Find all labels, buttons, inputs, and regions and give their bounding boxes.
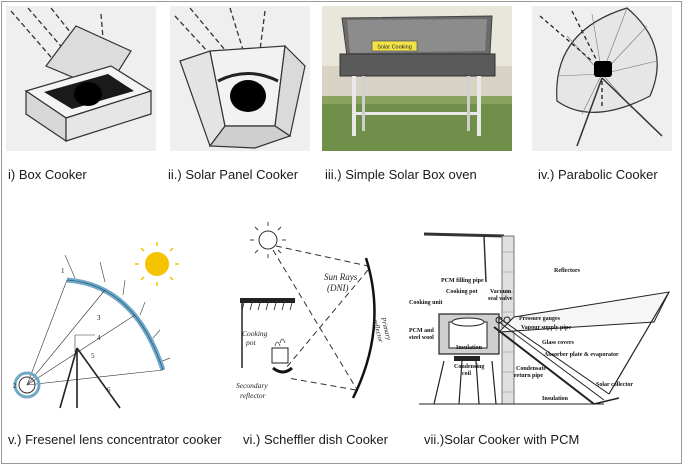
pcm-pcm-and-label: PCM and [409,328,434,334]
pcm-absorber-label: Absorber plate & evaporator [544,352,619,358]
pcm-solar-cooker-illustration: PCM filling pipe Cooking pot Vacuum seal… [404,222,676,418]
box-cooker-illustration [6,6,156,151]
fresnel-label-6: 6 [107,386,111,394]
pcm-seal-valve-label: seal valve [488,296,513,302]
fresnel-label-5: 5 [91,352,95,360]
pcm-return-pipe-label: return pipe [514,373,543,379]
pcm-reflectors-label: Reflectors [554,268,581,274]
fresnel-label-1: 1 [61,267,65,275]
fresnel-label-4: 4 [97,334,101,342]
pcm-steel-wool-label: steel wool [409,335,434,341]
caption-pcm-solar-cooker: vii.)Solar Cooker with PCM [424,432,580,447]
pcm-insulation2-label: Insulation [542,396,569,402]
scheffler-secondary: Secondary [236,381,268,390]
pcm-solar-collector-label: Solar collector [596,382,633,388]
sun-outline-icon [250,222,286,258]
caption-scheffler-dish-cooker: vi.) Scheffler dish Cooker [243,432,388,447]
pcm-glass-covers-label: Glass covers [542,340,574,346]
pcm-condensing-label: Condensing [454,364,484,370]
pcm-insulation1-label: Insulation [456,345,483,351]
solar-panel-cooker-illustration [170,6,310,151]
pcm-pressure-gauges-label: Pressure gauges [519,316,561,322]
pcm-vacuum-label: Vacuum [490,289,511,295]
caption-parabolic-cooker: iv.) Parabolic Cooker [538,167,658,182]
parabolic-cooker-illustration [532,6,672,151]
fresnel-lens-cooker-illustration: 1 2 3 4 5 6 [5,240,205,425]
fresnel-label-3: 3 [97,314,101,322]
caption-solar-panel-cooker: ii.) Solar Panel Cooker [168,167,299,182]
pcm-cooking-unit-label: Cooking unit [409,300,443,306]
pcm-cooking-pot-label: Cooking pot [446,289,478,295]
pcm-vapour-supply-pipe-label: Vapour supply pipe [521,325,571,331]
pcm-filling-pipe-label: PCM filling pipe [441,278,484,284]
caption-simple-solar-box-oven: iii.) Simple Solar Box oven [325,167,477,182]
scheffler-dni: (DNI) [327,283,349,293]
scheffler-cooking: Cooking [242,329,268,338]
pcm-condensate-label: Condensate [516,366,546,372]
fresnel-label-2: 2 [13,382,17,390]
pcm-coil-label: coil [462,371,471,377]
sun-icon [135,242,179,286]
scheffler-reflector2: reflector [240,391,266,400]
caption-fresnel-lens-cooker: v.) Fresenel lens concentrator cooker [8,432,222,447]
caption-box-cooker: i) Box Cooker [8,167,87,182]
solar-box-oven-photo: Solar Cooking [322,6,512,151]
scheffler-sun-rays: Sun Rays [324,272,358,282]
oven-sign-text: Solar Cooking [377,45,412,51]
scheffler-dish-illustration: Sun Rays (DNI) Primary reflector Cooking… [228,218,400,418]
scheffler-pot: pot [245,338,257,347]
